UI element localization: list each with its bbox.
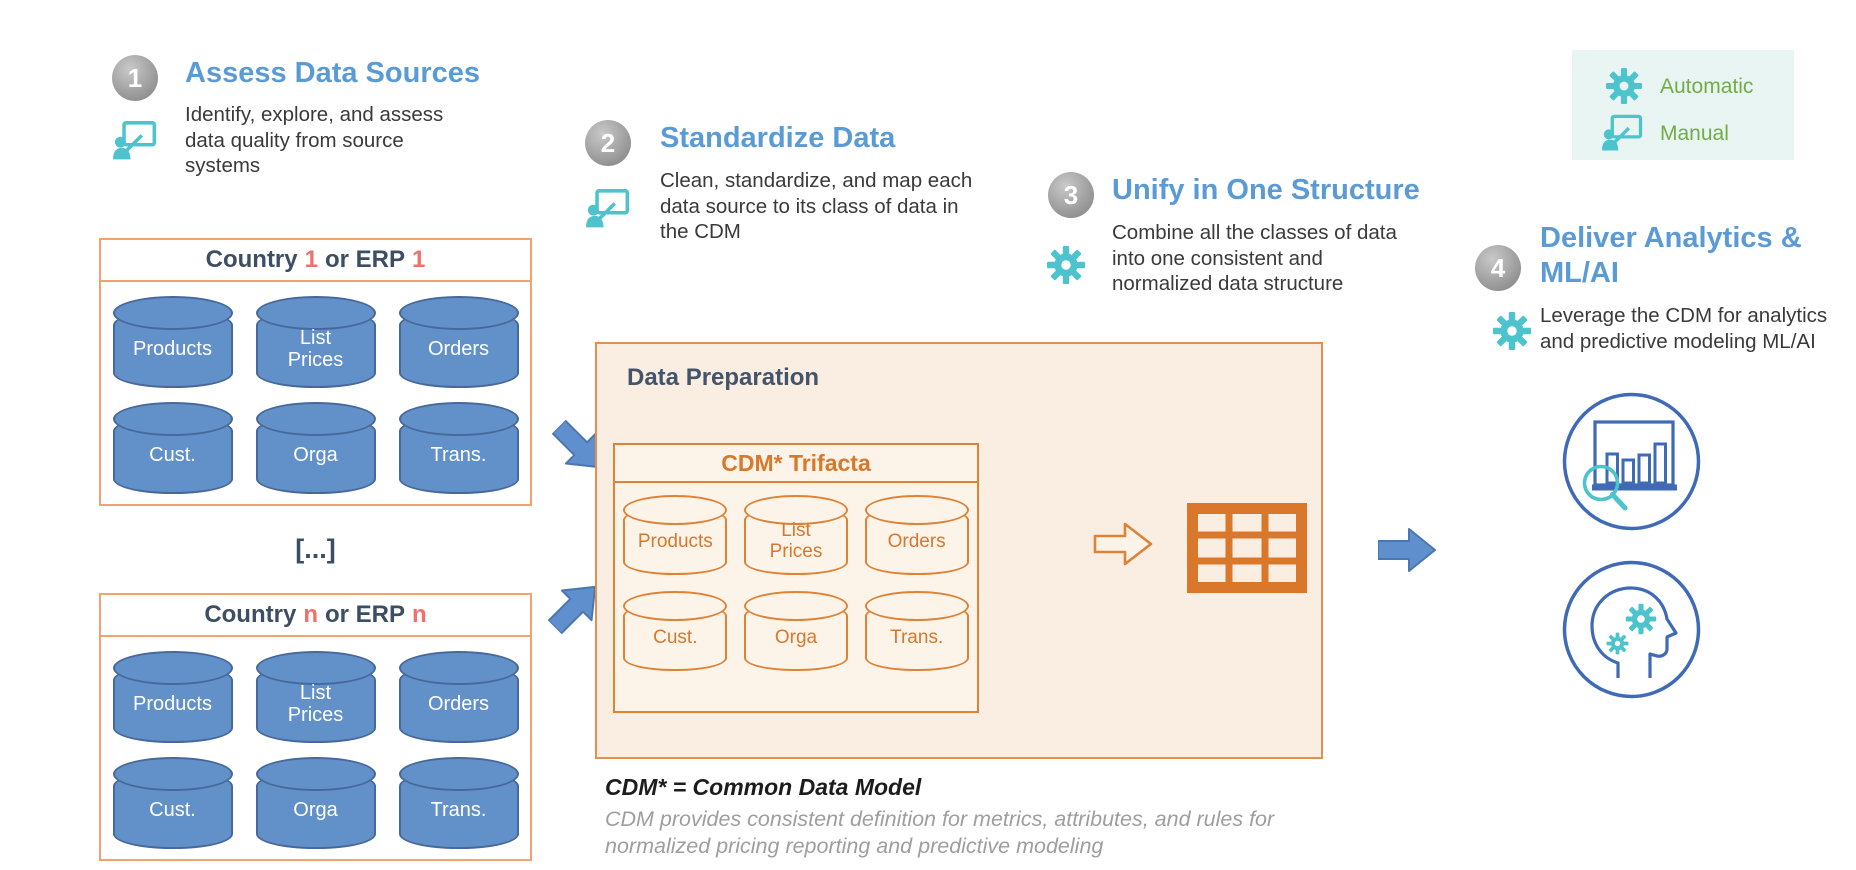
title-number: n [303,601,318,628]
automatic-gear-icon [1493,312,1531,350]
manual-icon [112,121,157,160]
db-cylinder-cust: Cust. [112,402,233,494]
db-cylinder-orders: Orders [398,296,519,388]
cdm-cylinder-orders: Orders [864,495,969,575]
step-1-title: Assess Data Sources [185,57,480,89]
data-preparation-panel: Data Preparation CDM* Trifacta Products … [595,342,1323,759]
db-cylinder-orders: Orders [398,651,519,743]
cdm-cylinder-list-prices: List Prices [743,495,848,575]
db-cylinder-list-prices: List Prices [255,296,376,388]
step-3-description: Combine all the classes of data into one… [1112,221,1397,295]
manual-icon [585,189,630,228]
db-cylinder-orga: Orga [255,402,376,494]
gear-icon [1606,632,1629,655]
db-cylinder-trans: Trans. [398,402,519,494]
ellipsis-more-sources: [...] [295,534,336,564]
step-4-description: Leverage the CDM for analytics and predi… [1540,304,1828,353]
source-box-country-n: Country n or ERP n Products List Prices … [99,593,532,861]
step-1-number-badge: 1 [112,55,158,101]
title-text: or ERP [324,601,405,628]
legend-manual-label: Manual [1660,122,1729,145]
flow-arrow-icon [1378,528,1436,572]
db-cylinder-products: Products [112,296,233,388]
cdm-cylinder-products: Products [623,495,728,575]
step-2-description: Clean, standardize, and map each data so… [660,169,973,243]
legend: Automatic Manual [1572,50,1794,160]
automatic-gear-icon [1605,67,1643,105]
orange-arrow-icon [1093,522,1153,566]
step-3-title: Unify in One Structure [1112,174,1420,206]
title-text: Country [205,246,298,273]
cylinder-grid: Products List Prices Orders Cust. Orga T… [615,483,977,671]
step-1-description: Identify, explore, and assess data quali… [185,103,444,177]
ml-ai-head-icon [1562,560,1701,699]
step-4-number-badge: 4 [1475,245,1521,291]
automatic-gear-icon [1047,246,1085,284]
db-cylinder-cust: Cust. [112,757,233,849]
cdm-cylinder-orga: Orga [743,591,848,671]
cdm-trifacta-title: CDM* Trifacta [615,445,977,483]
analytics-chart-icon [1562,392,1701,531]
source-box-country-1: Country 1 or ERP 1 Products List Prices … [99,238,532,506]
title-text: or ERP [324,246,405,273]
source-box-1-title: Country 1 or ERP 1 [101,240,530,282]
cdm-trifacta-box: CDM* Trifacta Products List Prices Order… [613,443,979,713]
step-3-number-badge: 3 [1048,172,1094,218]
db-cylinder-trans: Trans. [398,757,519,849]
title-number: 1 [412,246,426,273]
cylinder-grid: Products List Prices Orders Cust. Orga T… [101,282,530,494]
cylinder-grid: Products List Prices Orders Cust. Orga T… [101,637,530,849]
db-cylinder-orga: Orga [255,757,376,849]
step-4-title: Deliver Analytics & ML/AI [1540,222,1802,289]
manual-icon [1601,114,1643,151]
table-grid-icon [1187,503,1307,593]
gear-icon [1625,603,1657,635]
db-cylinder-products: Products [112,651,233,743]
title-number: n [412,601,427,628]
title-number: 1 [304,246,318,273]
db-cylinder-list-prices: List Prices [255,651,376,743]
cdm-footnote-text: CDM provides consistent definition for m… [605,807,1275,858]
cdm-cylinder-cust: Cust. [623,591,728,671]
data-preparation-title: Data Preparation [627,364,820,391]
step-2-title: Standardize Data [660,122,896,154]
step-2-number-badge: 2 [585,120,631,166]
title-text: Country [204,601,297,628]
cdm-cylinder-trans: Trans. [864,591,969,671]
legend-automatic-label: Automatic [1660,75,1754,98]
cdm-footnote-title: CDM* = Common Data Model [605,774,922,800]
source-box-n-title: Country n or ERP n [101,595,530,637]
